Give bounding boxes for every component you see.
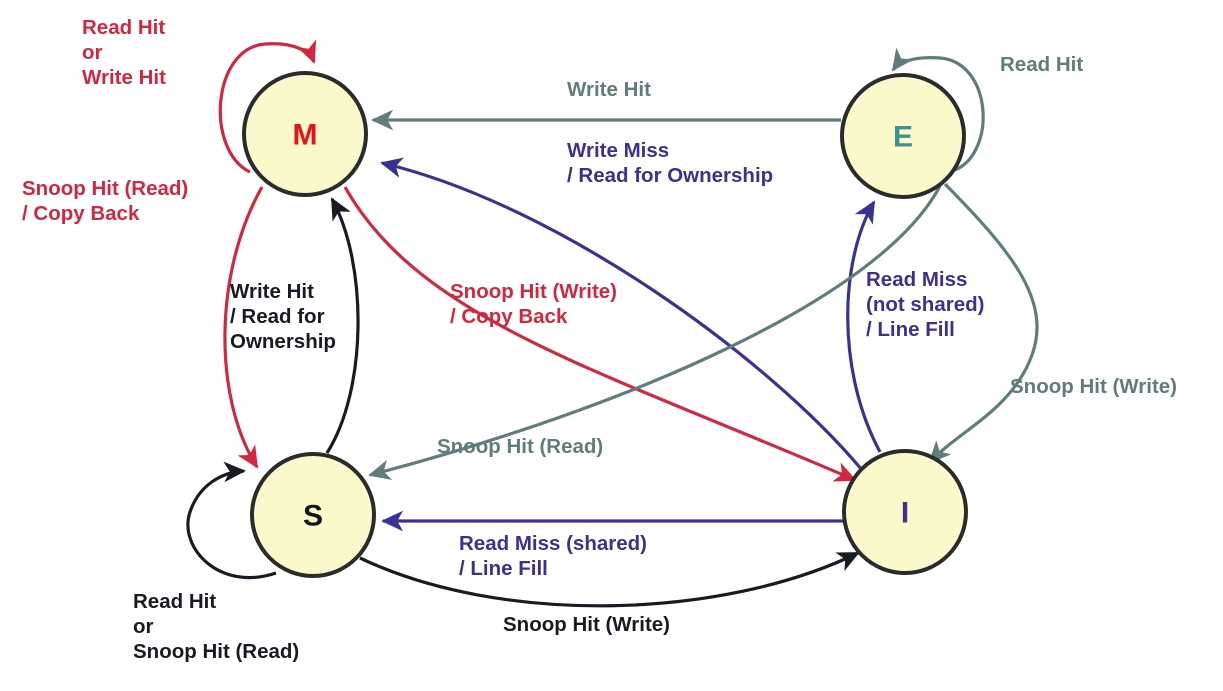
state-label-s: S	[303, 500, 323, 533]
state-label-m: M	[293, 119, 318, 152]
state-node-e[interactable]: E	[840, 73, 966, 199]
label-m-to-s: Snoop Hit (Read) / Copy Back	[22, 159, 228, 225]
state-node-s[interactable]: S	[250, 452, 376, 578]
label-s-self: Read Hit or Snoop Hit (Read)	[133, 568, 328, 663]
label-s-to-m: Write Hit / Read for Ownership	[230, 262, 364, 353]
edge-e-to-i-snoop-hit-write	[928, 182, 1039, 464]
label-m-to-i: Snoop Hit (Write) / Copy Back	[450, 262, 657, 328]
edge-e-self-read-hit	[891, 47, 985, 172]
state-label-e: E	[893, 121, 913, 154]
label-e-to-s: Snoop Hit (Read)	[437, 417, 632, 458]
state-circle-s[interactable]	[250, 452, 376, 578]
edge-m-to-i-snoop-hit-write-copy-back	[343, 186, 857, 482]
state-circle-i[interactable]	[842, 449, 968, 575]
label-e-to-i: Snoop Hit (Write)	[1010, 357, 1206, 398]
label-i-to-s: Read Miss (shared) / Line Fill	[459, 514, 687, 580]
label-e-to-m: Write Hit	[567, 78, 679, 101]
state-circle-m[interactable]	[242, 71, 368, 197]
edge-i-to-e-read-miss-not-shared-line-fill	[846, 200, 882, 453]
label-i-to-e: Read Miss (not shared) / Line Fill	[866, 250, 1024, 341]
edge-s-to-i-snoop-hit-write	[359, 551, 860, 608]
edge-s-to-m-write-hit-read-for-ownership	[325, 197, 360, 454]
label-e-self: Read Hit	[1000, 31, 1112, 76]
edge-m-self-read-or-write-hit	[218, 39, 317, 174]
label-s-to-i: Snoop Hit (Write)	[503, 595, 699, 636]
edge-e-to-s-snoop-hit-read	[368, 185, 942, 480]
state-circle-e[interactable]	[840, 73, 966, 199]
state-label-i: I	[901, 497, 909, 530]
edge-s-self-read-hit-or-snoop-hit-read	[186, 461, 277, 580]
edge-i-to-m-write-miss-read-for-ownership	[380, 157, 864, 472]
label-m-self: Read Hit or Write Hit	[82, 0, 205, 89]
state-node-m[interactable]: M	[242, 71, 368, 197]
label-i-to-m: Write Miss / Read for Ownership	[567, 121, 802, 187]
edge-m-to-s-snoop-hit-read-copy-back	[223, 186, 264, 469]
state-node-i[interactable]: I	[842, 449, 968, 575]
